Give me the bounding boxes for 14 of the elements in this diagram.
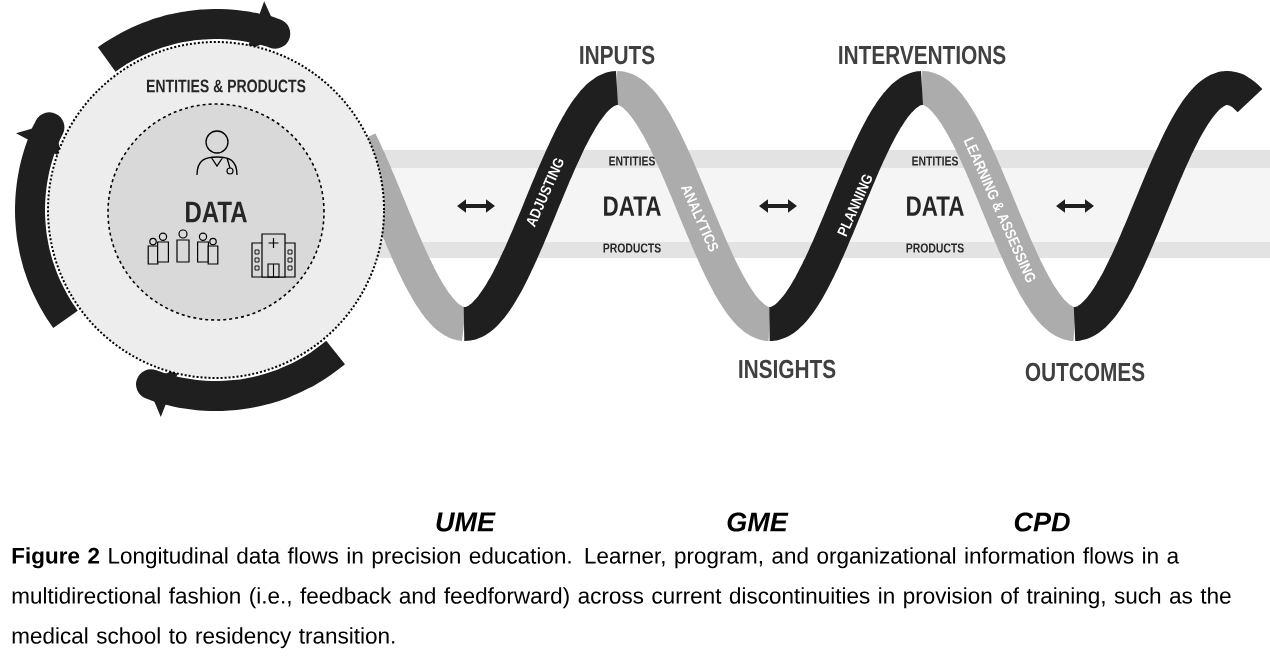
stage-label: CPD — [1014, 512, 1070, 532]
peak-label: INTERVENTIONS — [839, 45, 1006, 65]
data-label: PRODUCTS — [906, 243, 964, 253]
data-label: DATA — [907, 196, 964, 216]
data-label: ENTITIES — [609, 156, 655, 166]
stage-label: UME — [436, 512, 496, 532]
peak-label: OUTCOMES — [1025, 362, 1145, 382]
peak-label: INPUTS — [580, 45, 655, 65]
data-label: DATA — [604, 196, 661, 216]
caption: Figure 2 Longitudinal data flows in precision education. Learner, program, and organizational information flows in a multidirectional fashion (i.e., feedback and feedforward) across current discontinuities in provision of training, such as the medical school to residency transition. — [12, 547, 1231, 649]
data-label: PRODUCTS — [603, 243, 661, 253]
stage-label: GME — [727, 512, 789, 532]
data-label: ENTITIES — [912, 156, 958, 166]
peak-label: INSIGHTS — [739, 359, 836, 379]
